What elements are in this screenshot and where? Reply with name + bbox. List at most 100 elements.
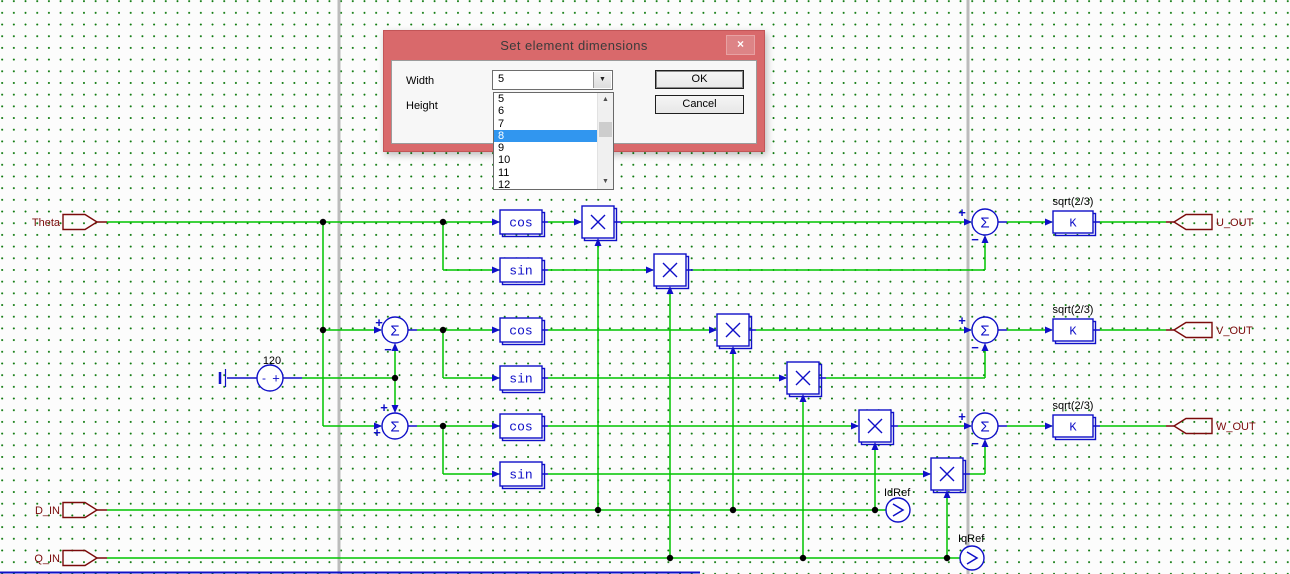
junction-dot (799, 554, 807, 562)
arrowhead (646, 266, 654, 274)
arrowhead (666, 286, 674, 294)
arrowhead (981, 343, 989, 351)
dropdown-item[interactable]: 9 (498, 142, 505, 154)
sin-block[interactable] (499, 257, 543, 283)
width-label: Width (406, 75, 435, 87)
gain-value-label: sqrt(2/3) (1053, 196, 1094, 208)
arrowhead (374, 422, 382, 430)
summer-sign: + (958, 409, 966, 424)
probe-iqref[interactable] (959, 545, 985, 571)
arrowhead (492, 218, 500, 226)
gain-k-label: K (1069, 217, 1077, 231)
gain-k-label: K (1069, 421, 1077, 435)
sin-label: sin (509, 468, 532, 483)
junction-dot (594, 506, 602, 514)
dc-source[interactable] (256, 364, 284, 392)
multiply-icon (662, 262, 678, 278)
summer-block[interactable] (381, 316, 409, 344)
dropdown-item[interactable]: 12 (498, 178, 511, 191)
arrowhead (492, 422, 500, 430)
cos-block[interactable] (499, 317, 543, 343)
out-port-w_out[interactable] (1172, 417, 1213, 435)
arrowhead (1045, 218, 1053, 226)
junction-dot (319, 218, 327, 226)
source-plus-sign: + (272, 371, 280, 386)
junction-dot (319, 326, 327, 334)
close-icon[interactable]: × (726, 35, 755, 55)
dropdown-item[interactable]: 7 (498, 117, 505, 130)
out-port-v_out[interactable] (1172, 321, 1213, 339)
arrowhead (779, 374, 787, 382)
dialog-titlebar[interactable]: Set element dimensions (384, 31, 764, 61)
arrowhead (594, 238, 602, 246)
probe-icon (892, 503, 905, 517)
scroll-down-icon[interactable]: ▼ (598, 175, 613, 189)
ok-button[interactable]: OK (655, 70, 744, 89)
chevron-down-icon[interactable]: ▼ (593, 72, 611, 88)
dropdown-item[interactable]: 5 (498, 93, 505, 105)
arrowhead (981, 439, 989, 447)
cos-block[interactable] (499, 209, 543, 235)
cos-block[interactable] (499, 413, 543, 439)
multiplier-block[interactable] (581, 205, 615, 239)
dropdown-item[interactable]: 10 (498, 154, 511, 167)
junction-dot (439, 326, 447, 334)
out-port-u_out[interactable] (1172, 213, 1213, 231)
arrowhead (492, 470, 500, 478)
dropdown-scrollbar[interactable]: ▲ ▼ (597, 93, 613, 189)
arrowhead (574, 218, 582, 226)
gain-block[interactable] (1052, 210, 1094, 234)
arrowhead (799, 394, 807, 402)
in-port-d_in[interactable] (62, 501, 99, 519)
multiplier-block[interactable] (716, 313, 750, 347)
summer-block[interactable] (381, 412, 409, 440)
junction-dot (729, 506, 737, 514)
port-label: W_OUT (1216, 421, 1256, 433)
junction-dot (439, 422, 447, 430)
junction-dot (391, 374, 399, 382)
gain-value-label: sqrt(2/3) (1053, 304, 1094, 316)
summer-sign: − (384, 342, 392, 357)
gain-block[interactable] (1052, 414, 1094, 438)
gain-k-label: K (1069, 325, 1077, 339)
in-port-q_in[interactable] (62, 549, 99, 567)
summer-sign: + (958, 205, 966, 220)
sigma-icon: Σ (390, 323, 399, 340)
probe-label: IdRef (884, 487, 911, 499)
width-combobox[interactable]: 5 ▼ (492, 70, 613, 90)
sigma-icon: Σ (980, 323, 989, 340)
junction-dot (943, 554, 951, 562)
summer-sign: + (375, 315, 383, 330)
scroll-up-icon[interactable]: ▲ (598, 93, 613, 107)
in-port-theta[interactable] (62, 213, 99, 231)
scrollbar-thumb[interactable] (599, 122, 612, 137)
sigma-icon: Σ (980, 215, 989, 232)
height-label: Height (406, 100, 438, 112)
dropdown-item[interactable]: 6 (498, 105, 505, 118)
sin-block[interactable] (499, 365, 543, 391)
arrowhead (374, 326, 382, 334)
summer-sign: + (373, 425, 381, 440)
arrowhead (391, 343, 399, 351)
sin-label: sin (509, 372, 532, 387)
multiply-icon (725, 322, 741, 338)
dropdown-item[interactable]: 11 (498, 166, 510, 179)
multiply-icon (795, 370, 811, 386)
probe-idref[interactable] (885, 497, 911, 523)
sin-block[interactable] (499, 461, 543, 487)
arrowhead (492, 326, 500, 334)
summer-block[interactable] (971, 316, 999, 344)
summer-block[interactable] (971, 412, 999, 440)
arrowhead (391, 405, 399, 413)
dropdown-item[interactable]: 8 (494, 129, 613, 142)
gain-value-label: sqrt(2/3) (1053, 400, 1094, 412)
arrowhead (851, 422, 859, 430)
cancel-button[interactable]: Cancel (655, 95, 744, 114)
arrowhead (1045, 422, 1053, 430)
summer-block[interactable] (971, 208, 999, 236)
gain-block[interactable] (1052, 318, 1094, 342)
summer-sign: + (958, 313, 966, 328)
